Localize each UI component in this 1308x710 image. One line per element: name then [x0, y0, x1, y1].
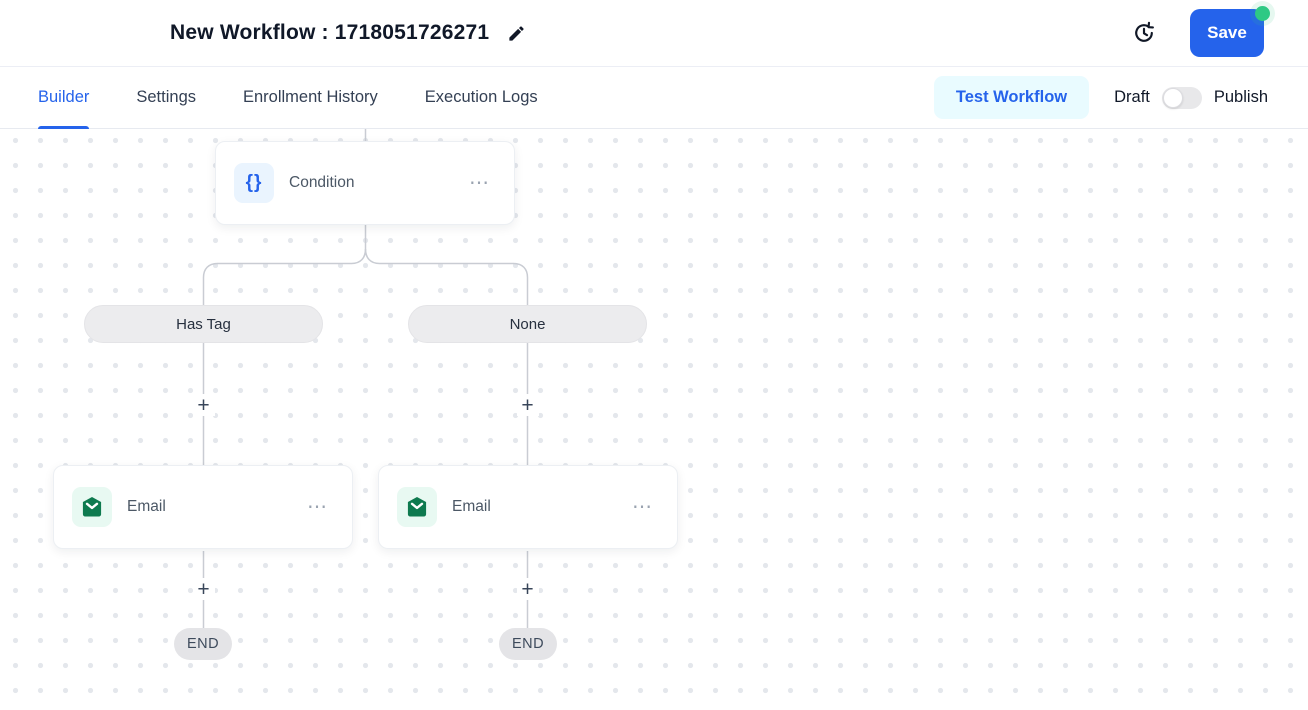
- top-header: New Workflow : 1718051726271 Save: [0, 0, 1308, 67]
- draft-label: Draft: [1114, 88, 1150, 106]
- condition-node-label: Condition: [289, 174, 355, 191]
- branch-pill-none[interactable]: None: [408, 305, 647, 343]
- publish-label: Publish: [1213, 88, 1268, 106]
- email-action-node[interactable]: Email ⋯: [53, 465, 353, 549]
- workflow-tabbar: Builder Settings Enrollment History Exec…: [0, 67, 1308, 129]
- workflow-canvas[interactable]: {} Condition ⋯ Has Tag None + + Email ⋯: [0, 129, 1308, 710]
- end-label: END: [186, 636, 220, 652]
- tab-enrollment-history[interactable]: Enrollment History: [243, 88, 378, 106]
- email-node-label: Email: [452, 498, 491, 515]
- version-history-button[interactable]: [1130, 19, 1158, 47]
- tab-settings[interactable]: Settings: [136, 88, 196, 106]
- add-step-button[interactable]: +: [516, 577, 539, 601]
- add-step-button[interactable]: +: [192, 577, 215, 601]
- add-step-button[interactable]: +: [192, 393, 215, 417]
- plus-icon: +: [197, 577, 210, 601]
- end-node: END: [174, 628, 232, 660]
- history-clock-icon: [1135, 21, 1154, 42]
- test-workflow-button[interactable]: Test Workflow: [933, 76, 1090, 119]
- condition-node-menu-button[interactable]: ⋯: [469, 172, 490, 194]
- workflow-title: New Workflow : 1718051726271: [170, 21, 490, 44]
- branch-pill-has-tag[interactable]: Has Tag: [84, 305, 323, 343]
- branch-label: Has Tag: [176, 315, 231, 333]
- email-envelope-icon: [397, 487, 437, 527]
- email-node-menu-button[interactable]: ⋯: [307, 496, 328, 518]
- publish-toggle[interactable]: [1161, 86, 1202, 109]
- plus-icon: +: [197, 393, 210, 417]
- end-label: END: [511, 636, 545, 652]
- save-button[interactable]: Save: [1190, 9, 1264, 57]
- email-action-node[interactable]: Email ⋯: [378, 465, 678, 549]
- edit-title-button[interactable]: [505, 22, 527, 44]
- tab-execution-logs[interactable]: Execution Logs: [424, 88, 538, 106]
- publish-toggle-knob: [1162, 87, 1183, 108]
- braces-icon: {}: [234, 163, 274, 203]
- connector-lines: [202, 129, 529, 628]
- email-node-menu-button[interactable]: ⋯: [632, 496, 653, 518]
- plus-icon: +: [521, 393, 534, 417]
- unsaved-changes-dot: [1255, 6, 1270, 21]
- add-step-button[interactable]: +: [516, 393, 539, 417]
- plus-icon: +: [521, 577, 534, 601]
- pencil-icon: [509, 25, 524, 41]
- email-envelope-icon: [72, 487, 112, 527]
- end-node: END: [499, 628, 557, 660]
- branch-label: None: [509, 315, 546, 333]
- condition-node[interactable]: {} Condition ⋯: [215, 141, 515, 225]
- tab-builder[interactable]: Builder: [38, 67, 90, 129]
- email-node-label: Email: [127, 498, 166, 515]
